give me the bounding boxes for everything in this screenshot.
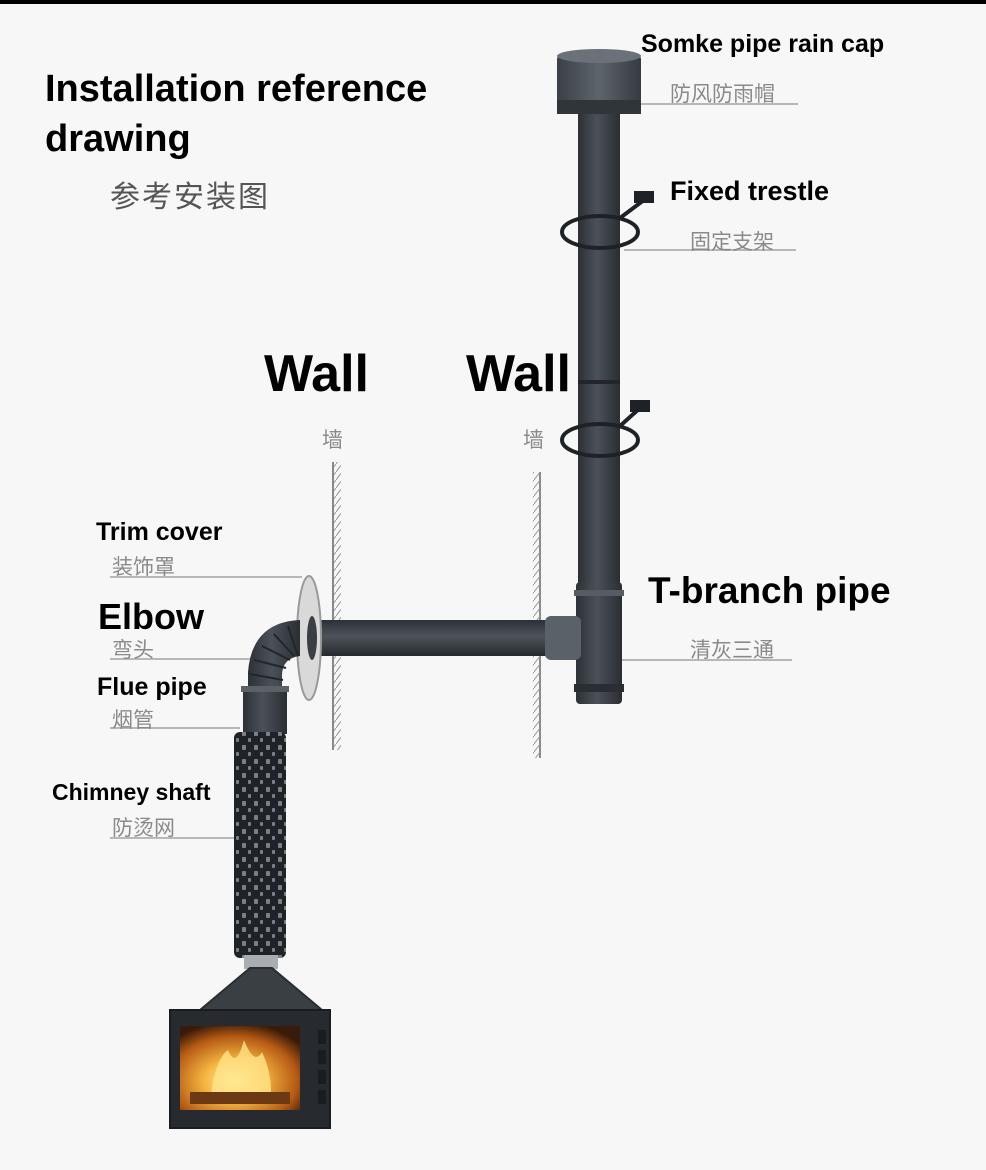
horizontal-pipe [300, 620, 550, 656]
flue-pipe-drawing [243, 688, 287, 734]
fireplace-drawing [169, 955, 331, 1129]
t-branch-label-cn: 清灰三通 [690, 638, 774, 662]
elbow-label-cn: 弯头 [112, 638, 154, 662]
rain-cap-label: Somke pipe rain cap [641, 30, 885, 58]
right-wall-drawing [533, 472, 541, 758]
elbow-drawing [248, 620, 300, 690]
flue-pipe-label: Flue pipe [97, 673, 207, 701]
page-title: Installation reference drawing [45, 68, 428, 160]
left-wall-label-cn: 墙 [322, 428, 343, 452]
right-wall-label: Wall [466, 345, 571, 403]
t-branch-label: T-branch pipe [648, 570, 891, 611]
trim-cover-label-cn: 装饰罩 [112, 555, 175, 579]
left-wall-label: Wall [264, 345, 369, 403]
chimney-shaft-label: Chimney shaft [52, 779, 211, 805]
upper-trestle-drawing [560, 191, 654, 250]
trim-cover-drawing [296, 575, 322, 701]
trim-cover-label: Trim cover [96, 518, 223, 546]
t-branch-socket [545, 616, 581, 660]
trestle-label: Fixed trestle [670, 176, 830, 206]
flue-pipe-label-cn: 烟管 [112, 708, 154, 732]
rain-cap-drawing [557, 49, 641, 114]
page-title-cn: 参考安装图 [110, 180, 270, 215]
rain-cap-label-cn: 防风防雨帽 [670, 82, 775, 106]
elbow-label: Elbow [98, 596, 204, 637]
left-wall-drawing [332, 462, 341, 750]
chimney-shaft-drawing [234, 732, 286, 958]
right-wall-label-cn: 墙 [523, 428, 544, 452]
lower-trestle-drawing [560, 400, 650, 458]
t-branch-drawing [574, 582, 624, 704]
vertical-chimney-pipe [578, 112, 620, 590]
leader-lines [110, 103, 798, 839]
chimney-shaft-label-cn: 防烫网 [112, 816, 175, 840]
top-border [0, 0, 986, 4]
trestle-label-cn: 固定支架 [690, 230, 774, 254]
